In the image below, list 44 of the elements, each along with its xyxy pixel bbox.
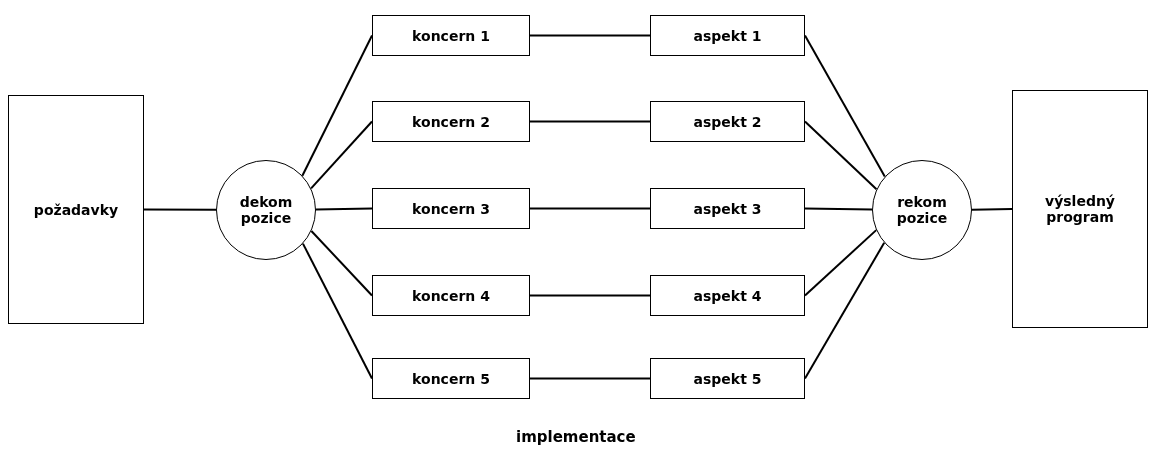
node-label: aspekt 5 <box>693 370 762 387</box>
process-box <box>1012 90 1148 328</box>
process-box <box>650 15 805 56</box>
node-label: aspekt 4 <box>693 287 762 304</box>
connector-line <box>301 34 373 177</box>
process-box <box>372 188 530 229</box>
connector-line <box>529 120 651 123</box>
node-label: koncern 1 <box>412 27 490 44</box>
connector-line <box>804 120 878 191</box>
connector-line <box>143 208 217 211</box>
process-box <box>650 358 805 399</box>
connector-line <box>310 230 373 297</box>
node-label: požadavky <box>33 201 119 218</box>
process-box <box>372 275 530 316</box>
node-label: dekom pozice <box>238 194 294 226</box>
process-box <box>372 358 530 399</box>
process-box <box>650 275 805 316</box>
connector-line <box>971 208 1013 211</box>
node-label: koncern 2 <box>412 113 490 130</box>
connector-line <box>804 241 886 380</box>
process-box <box>8 95 144 324</box>
node-label: aspekt 3 <box>693 200 762 217</box>
process-box <box>650 101 805 142</box>
connector-line <box>310 120 373 190</box>
connector-line <box>529 377 651 380</box>
node-label: koncern 5 <box>412 370 490 387</box>
connector-line <box>529 207 651 210</box>
connector-line <box>529 34 651 37</box>
connector-line <box>804 34 886 178</box>
node-label: výsledný program <box>1044 193 1116 225</box>
connector-line <box>529 294 651 297</box>
connector-line <box>804 207 873 211</box>
node-label: koncern 3 <box>412 200 490 217</box>
node-label: aspekt 2 <box>693 113 762 130</box>
connector-line <box>315 207 373 211</box>
caption-label: implementace <box>516 428 636 446</box>
process-box <box>650 188 805 229</box>
process-box <box>372 15 530 56</box>
connector-line <box>804 229 878 297</box>
node-label: aspekt 1 <box>693 27 762 44</box>
node-label: koncern 4 <box>412 287 490 304</box>
process-box <box>372 101 530 142</box>
connector-line <box>301 242 373 380</box>
node-label: rekom pozice <box>895 194 949 226</box>
